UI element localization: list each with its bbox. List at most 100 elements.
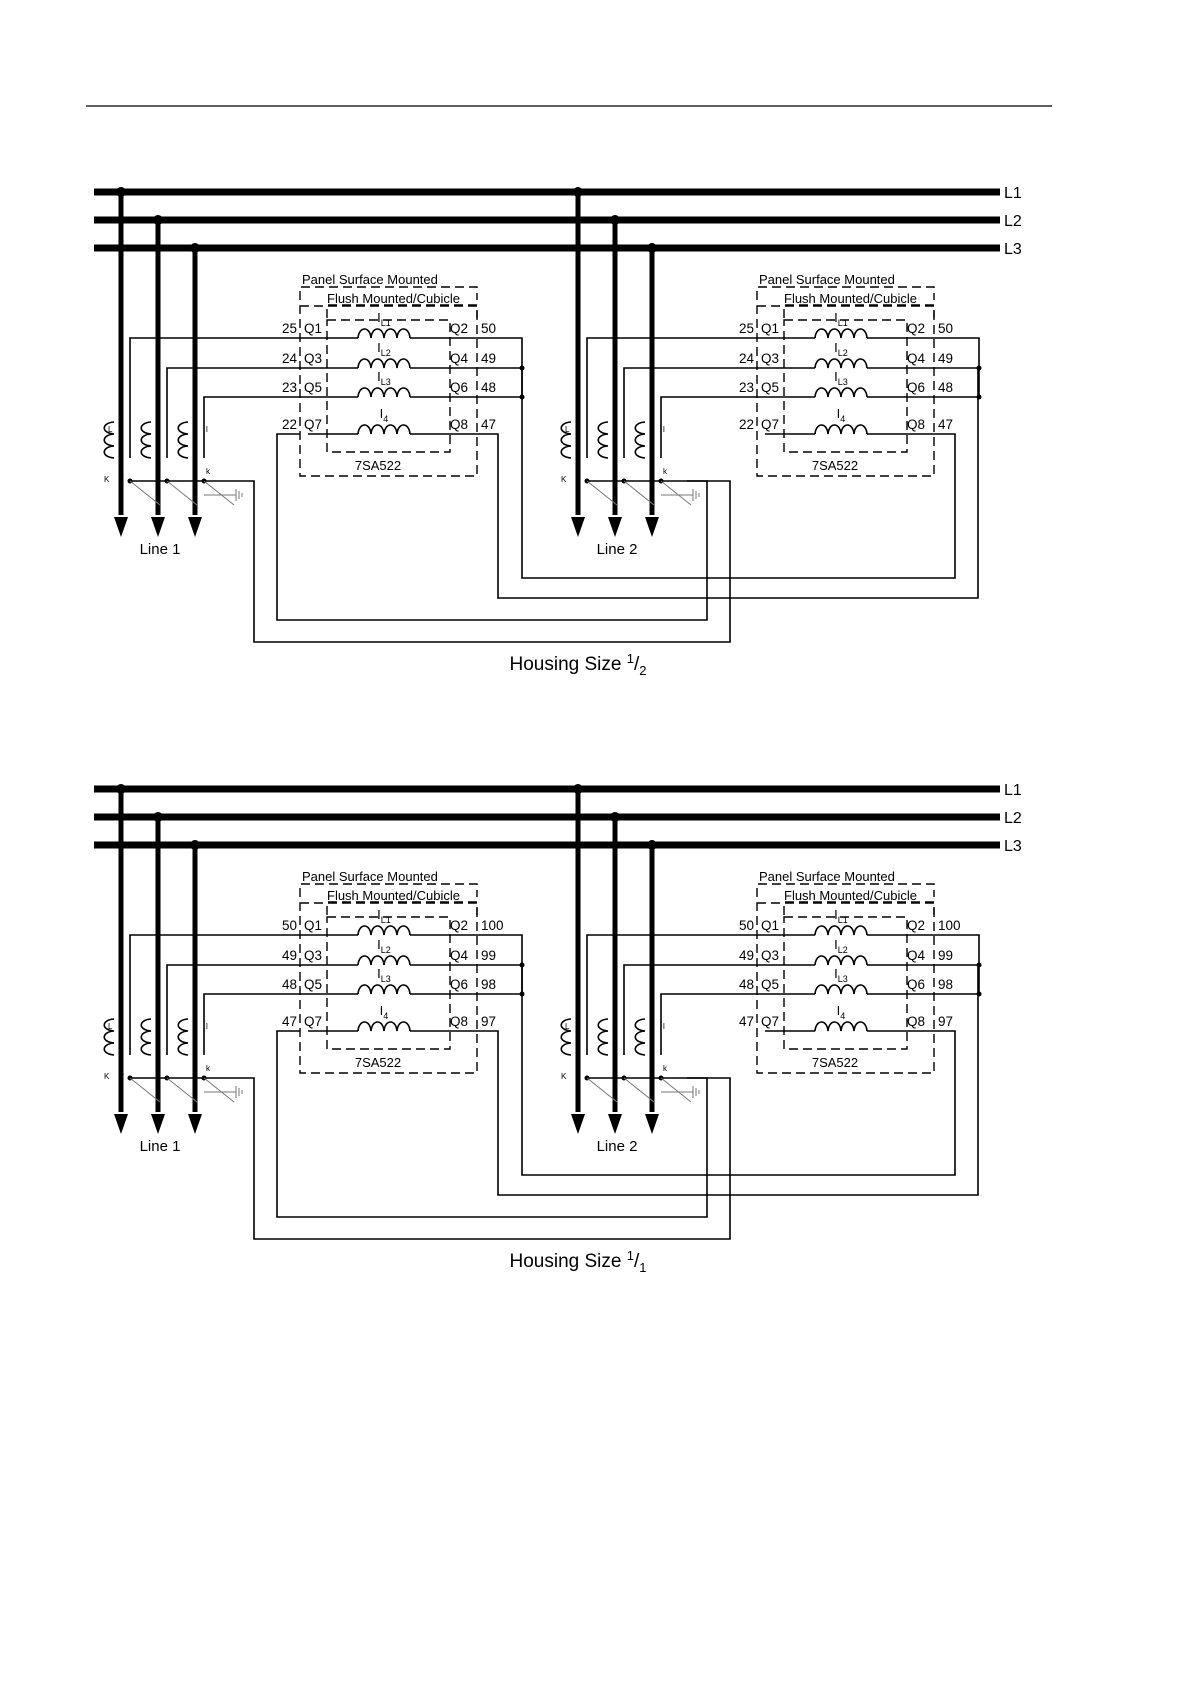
flush-bracket: [326, 304, 478, 318]
left-q-label: Q1: [761, 918, 779, 933]
ct-winding: [140, 421, 152, 459]
right-terminal-number: 100: [481, 918, 504, 933]
ct-winding: [597, 421, 609, 459]
ct-label-k: k: [206, 467, 211, 476]
right-terminal-number: 100: [938, 918, 961, 933]
ct-tap: [586, 480, 618, 506]
left-terminal-number: 49: [282, 948, 297, 963]
right-q-label: Q8: [450, 417, 468, 432]
arrow-down-icon: [188, 517, 202, 537]
ct-winding: [177, 421, 189, 459]
current-transformer: [177, 1018, 189, 1056]
current-transformer: [103, 1018, 115, 1056]
ct-label-L: L: [565, 425, 570, 434]
relay-housing: [299, 305, 478, 477]
housing-size-caption: Housing Size 1/1: [510, 1248, 647, 1275]
right-terminal-number: 99: [481, 948, 496, 963]
current-transformer: [560, 1018, 572, 1056]
left-terminal-number: 25: [739, 321, 754, 336]
relay-housing: [299, 902, 478, 1074]
busbar-label: L3: [1004, 241, 1022, 258]
device-label: 7SA522: [812, 1055, 858, 1070]
right-terminal-number: 47: [938, 417, 953, 432]
star-point-wire: [934, 337, 980, 397]
flush-bracket: [783, 901, 935, 915]
left-terminal-number: 23: [282, 380, 297, 395]
return-loop-3: [521, 965, 956, 1176]
ct-tap: [166, 1077, 198, 1103]
right-q-label: Q8: [907, 417, 925, 432]
relay-inner: [783, 916, 908, 1050]
right-q-label: Q2: [907, 321, 925, 336]
left-q-label: Q7: [761, 417, 779, 432]
relay-coil-winding: [814, 358, 868, 369]
busbar-label: L1: [1004, 185, 1022, 202]
right-q-label: Q2: [450, 321, 468, 336]
coil-label: I4: [837, 1003, 846, 1021]
interconnect-wiring: [230, 965, 979, 1240]
relay-coil-winding: [357, 1021, 411, 1032]
ct-label-l: l: [206, 425, 208, 434]
left-terminal-number: 23: [739, 380, 754, 395]
coil-label: IL2: [377, 340, 391, 358]
current-transformer: [634, 1018, 646, 1056]
coil-label: I4: [837, 406, 846, 424]
right-terminal-number: 48: [938, 380, 953, 395]
ct-secondary-wire: [203, 396, 308, 458]
flush-mounted-label: Flush Mounted/Cubicle: [327, 291, 460, 306]
right-terminal-number: 48: [481, 380, 496, 395]
relay-inner: [326, 916, 451, 1050]
ct-tap: [586, 1077, 618, 1103]
housing-size-caption: Housing Size 1/2: [510, 651, 647, 678]
device-label: 7SA522: [355, 458, 401, 473]
coil-label: IL2: [834, 340, 848, 358]
ct-label-L: L: [108, 1022, 113, 1031]
flush-mounted-label: Flush Mounted/Cubicle: [784, 888, 917, 903]
ct-secondary-wire: [623, 964, 765, 1055]
right-terminal-number: 99: [938, 948, 953, 963]
right-q-label: Q4: [907, 351, 926, 366]
relay-coil-winding: [814, 984, 868, 995]
ct-tap: [129, 1077, 161, 1103]
busbar-label: L2: [1004, 810, 1022, 827]
right-terminal-number: 50: [481, 321, 496, 336]
line-label: Line 1: [140, 1138, 181, 1155]
ct-winding: [560, 421, 572, 459]
right-q-label: Q6: [907, 380, 925, 395]
earth-return-loop-1: [230, 480, 731, 643]
right-terminal-number: 47: [481, 417, 496, 432]
device-label: 7SA522: [355, 1055, 401, 1070]
current-transformer: [634, 421, 646, 459]
arrow-down-icon: [114, 517, 128, 537]
right-q-label: Q8: [450, 1014, 468, 1029]
left-terminal-number: 50: [282, 918, 297, 933]
current-transformer: [560, 421, 572, 459]
flush-bracket: [783, 304, 935, 318]
return-loop-4: [477, 368, 979, 599]
busbar-label: L2: [1004, 213, 1022, 230]
relay-coil-winding: [814, 328, 868, 339]
relay-coil-winding: [814, 387, 868, 398]
flush-mounted-label: Flush Mounted/Cubicle: [784, 291, 917, 306]
right-terminal-number: 49: [481, 351, 496, 366]
left-terminal-number: 24: [282, 351, 298, 366]
right-q-label: Q6: [907, 977, 925, 992]
ct-secondary-wire: [623, 367, 765, 458]
ct-label-l: l: [663, 425, 665, 434]
relay-coil-winding: [357, 424, 411, 435]
relay-coil-winding: [357, 955, 411, 966]
right-terminal-number: 98: [481, 977, 496, 992]
ct-secondary-wire: [166, 367, 308, 458]
panel-bracket: [756, 883, 935, 897]
arrow-down-icon: [645, 517, 659, 537]
left-q-label: Q7: [761, 1014, 779, 1029]
ct-secondary-wire: [660, 993, 765, 1055]
ct-label-K: K: [561, 475, 567, 484]
ct-label-k: k: [663, 467, 668, 476]
